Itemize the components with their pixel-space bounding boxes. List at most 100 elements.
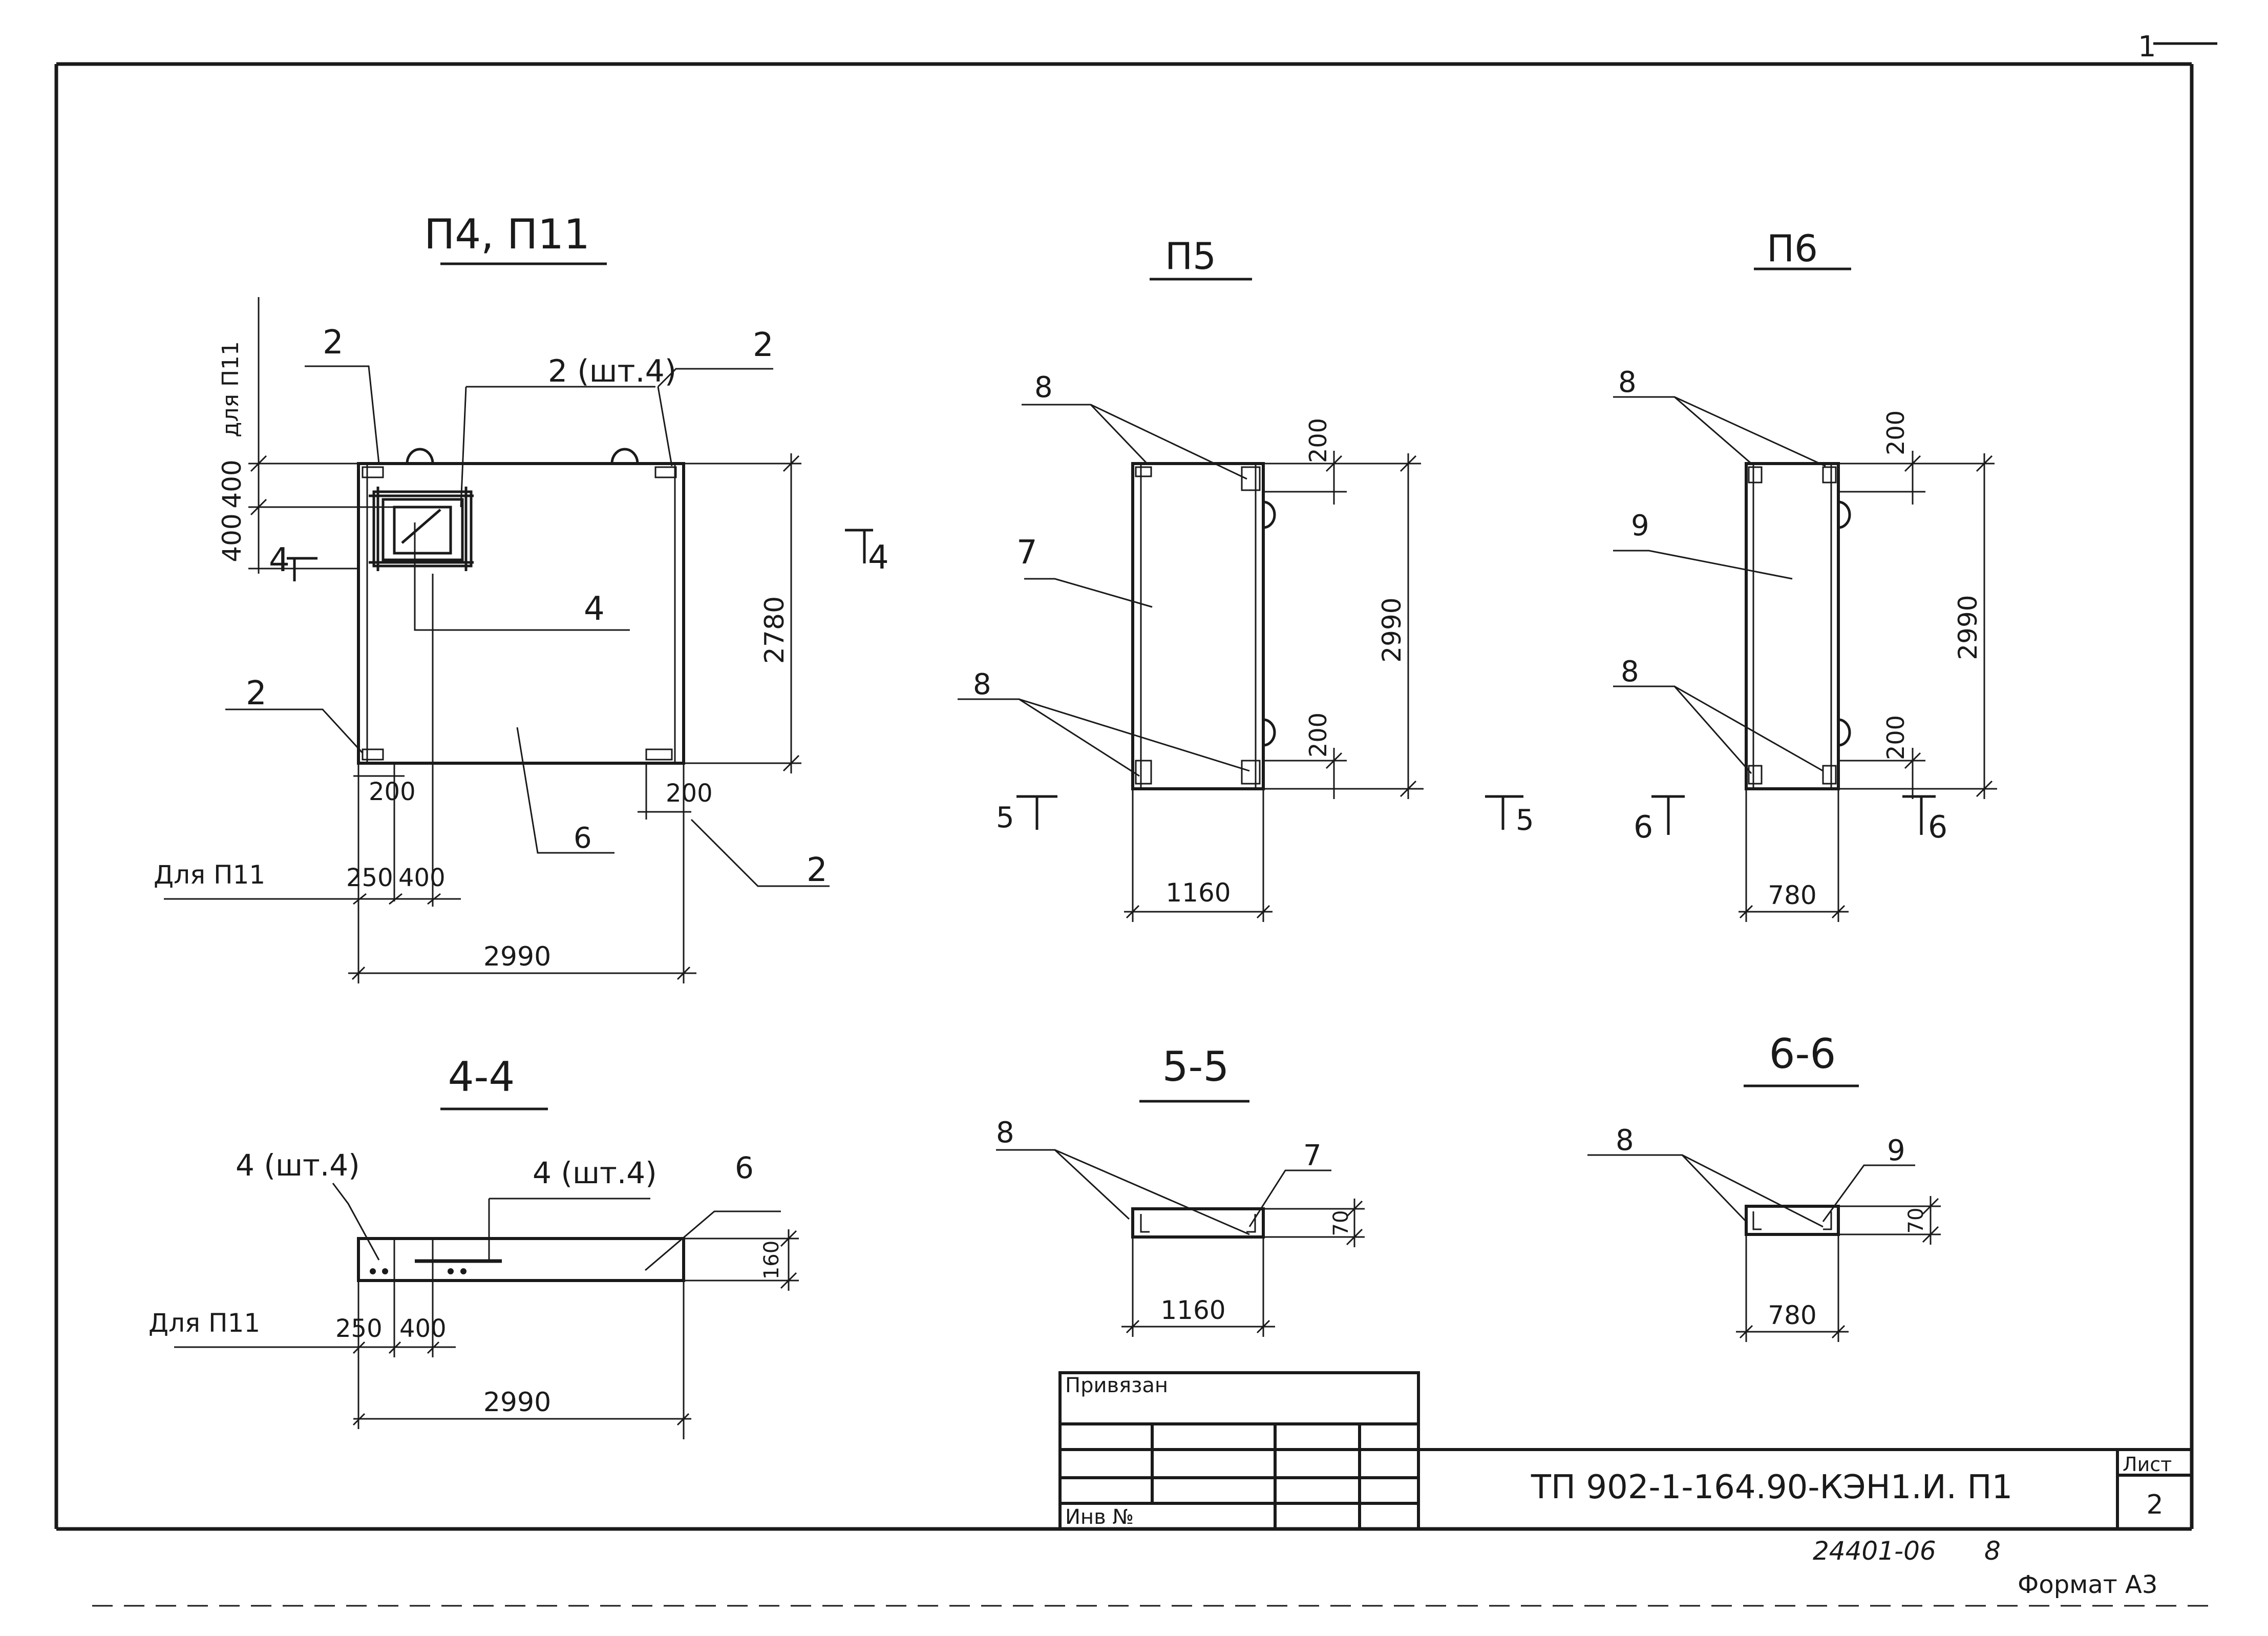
corner-embeds — [1748, 466, 1837, 785]
pos-8: 8 — [996, 1116, 1014, 1149]
rebar-dots — [370, 1268, 467, 1274]
dim-2990-lines — [348, 966, 696, 980]
section-mark-5-left — [1016, 795, 1057, 830]
lifting-loop — [1838, 718, 1851, 747]
section-mark-6-right — [1902, 795, 1936, 835]
lifting-loop — [406, 448, 434, 464]
sheet-number: 2 — [2146, 1490, 2163, 1520]
archive-number: 24401-06 — [1813, 1536, 1936, 1566]
cut-4-left: 4 — [269, 541, 290, 579]
corner-embeds — [362, 466, 677, 761]
format-label: Формат А3 — [2018, 1570, 2157, 1599]
dim-2990: 2990 — [483, 941, 551, 972]
slab-p6-outline — [1745, 462, 1840, 790]
archive-sheet: 8 — [1984, 1536, 2001, 1566]
dim-400-side: 400 — [217, 513, 247, 562]
pos-7: 7 — [1016, 534, 1037, 572]
dim-780: 780 — [1768, 880, 1816, 910]
dim-200-left: 200 — [369, 778, 416, 806]
section-mark-4-right — [845, 529, 873, 563]
doc-code: ТП 902-1-164.90-КЭН1.И. П1 — [1531, 1469, 2012, 1506]
cut-5-left: 5 — [996, 801, 1014, 834]
lifting-loop — [1838, 500, 1851, 529]
cut-5-right: 5 — [1516, 804, 1534, 837]
dim-200-bottom: 200 — [1304, 712, 1332, 758]
for-p11-label: Для П11 — [149, 1308, 260, 1338]
dim-70: 70 — [1329, 1210, 1353, 1236]
dim-250: 250 — [346, 864, 393, 892]
leaders-5-5 — [996, 1149, 1331, 1235]
pos-2-top-left: 2 — [323, 324, 344, 362]
opening-reinforcement — [369, 487, 474, 571]
dim-400-top: 400 — [217, 459, 247, 508]
leaders-p4 — [225, 365, 830, 887]
section-4-4: 4-4 4 (шт.4) 4 (шт.4) 6 160 Для П11 250 — [149, 1053, 799, 1439]
title-p4-p11: П4, П11 — [424, 211, 590, 258]
leaders-p5 — [958, 404, 1250, 777]
cut-4-right: 4 — [868, 539, 889, 577]
title-4-4: 4-4 — [448, 1053, 515, 1101]
for-p11-vertical: для П11 — [218, 341, 244, 437]
pos-4: 4 — [584, 590, 605, 628]
stamp-bound: Привязан — [1065, 1374, 1168, 1397]
for-p11-label: Для П11 — [154, 860, 265, 890]
dim-200-top: 200 — [1304, 418, 1332, 463]
pos-6: 6 — [574, 822, 592, 855]
title-p5: П5 — [1165, 235, 1216, 278]
section-5-5: 5-5 8 7 70 1160 — [996, 1043, 1365, 1337]
dims-left-p4 — [248, 297, 394, 574]
dim-1160: 1160 — [1165, 878, 1231, 908]
dim-70: 70 — [1904, 1208, 1928, 1234]
pos-8-bottom: 8 — [1621, 655, 1639, 688]
section-6-6: 6-6 8 9 70 780 — [1587, 1030, 1941, 1342]
slab-p4-outline — [357, 462, 685, 765]
pos-8-top: 8 — [1034, 371, 1053, 404]
pos-9: 9 — [1631, 509, 1649, 542]
section-mark-5-right — [1485, 795, 1523, 830]
pos-2-bottom-right: 2 — [807, 851, 828, 889]
dim-250-400-lines — [164, 574, 461, 907]
embed-edges — [1140, 1214, 1256, 1233]
view-p6: П6 8 9 8 200 2990 200 — [1613, 227, 1997, 922]
leaders-p6 — [1613, 396, 1826, 774]
title-p6: П6 — [1767, 227, 1818, 270]
pos-8: 8 — [1616, 1124, 1634, 1157]
stamp-inv: Инв № — [1065, 1505, 1134, 1529]
lifting-loop — [1263, 500, 1276, 529]
leaders-6-6 — [1587, 1154, 1915, 1228]
pos-8-top: 8 — [1618, 366, 1637, 399]
dim-400-bottom: 400 — [398, 864, 446, 892]
dim-70-lines — [1838, 1196, 1941, 1245]
view-p4-p11: П4, П11 2 2 (шт.4) 2 4 2 6 — [154, 211, 889, 983]
dim-400: 400 — [399, 1314, 447, 1343]
slab-section-outline — [1131, 1207, 1265, 1239]
dim-780-lines — [1739, 789, 1849, 922]
section-mark-6-left — [1651, 795, 1685, 835]
dims-p6-right — [1838, 451, 1997, 799]
dim-160-lines — [684, 1229, 799, 1291]
sheet-label: Лист — [2123, 1453, 2172, 1476]
dim-200-right: 200 — [666, 779, 713, 808]
corner-embeds — [1135, 466, 1261, 785]
dim-200-lines — [353, 763, 691, 983]
stamp: Привязан Инв № ТП 902-1-164.90-КЭН1.И. П… — [1058, 1371, 2192, 1530]
pos-4-mid: 4 (шт.4) — [533, 1156, 657, 1190]
pos-8-bottom: 8 — [973, 668, 991, 701]
dims-p5-right — [1263, 451, 1424, 799]
dim-1160-lines — [1124, 789, 1273, 922]
dim-1160-lines — [1121, 1237, 1275, 1337]
cut-6-right: 6 — [1928, 809, 1947, 845]
slab-section-outline — [1745, 1205, 1840, 1236]
lifting-loop — [610, 448, 639, 464]
stamp-grid — [1058, 1371, 2192, 1530]
pos-9: 9 — [1887, 1134, 1905, 1167]
pos-7: 7 — [1303, 1139, 1322, 1172]
dim-2990: 2990 — [1377, 597, 1407, 662]
pos-2-left: 2 — [246, 675, 267, 712]
leaders-4-4 — [332, 1183, 781, 1271]
dim-780-lines — [1736, 1234, 1849, 1342]
pos-4-left: 4 (шт.4) — [236, 1148, 360, 1183]
view-p5: П5 8 7 8 200 2990 200 — [958, 235, 1534, 922]
